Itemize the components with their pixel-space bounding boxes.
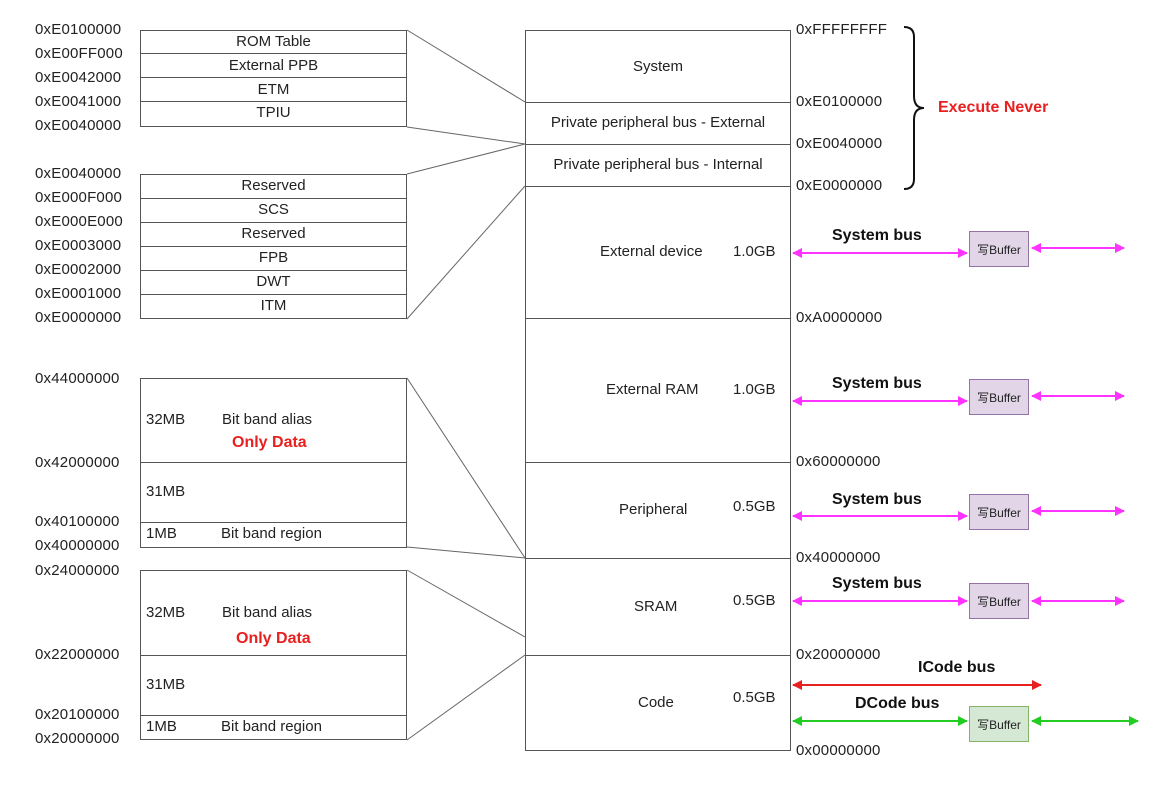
peripheral-addr-region-top: 0x40100000 [35, 513, 120, 530]
sram-only-data-note: Only Data [236, 630, 311, 647]
ppb-ext-item-tpiu: TPIU [256, 104, 291, 121]
ppb-int-address: 0xE0003000 [35, 237, 122, 254]
region-external-ram-size: 1.0GB [733, 381, 776, 398]
ppb-int-item-dwt: DWT [256, 273, 291, 290]
ppb-int-address: 0xE000F000 [35, 189, 123, 206]
sram-alias-label: Bit band alias [222, 604, 313, 621]
ppb-int-item-fpb: FPB [258, 249, 289, 266]
ppb-int-item-scs: SCS [258, 201, 289, 218]
map-address: 0xE0040000 [796, 135, 883, 152]
ppb-int-item-reserved: Reserved [241, 225, 306, 242]
system-bus-label-sram: System bus [832, 575, 922, 592]
peripheral-alias-label: Bit band alias [222, 411, 313, 428]
sram-region-label: Bit band region [221, 718, 322, 735]
map-address: 0xA0000000 [796, 309, 883, 326]
ppb-int-address: 0xE0000000 [35, 309, 122, 326]
peripheral-addr-top: 0x44000000 [35, 370, 120, 387]
sram-region-size: 1MB [146, 718, 177, 735]
sram-alias-size: 32MB [146, 604, 186, 621]
peripheral-alias-size: 32MB [146, 411, 186, 428]
ppb-ext-item-rom-table: ROM Table [236, 33, 311, 50]
ppb-external-detail-table [140, 30, 407, 127]
region-system: System [632, 58, 683, 75]
system-bus-label-external-device: System bus [832, 227, 922, 244]
peripheral-only-data-note: Only Data [232, 434, 307, 451]
execute-never-brace [903, 26, 925, 190]
memory-map-column [525, 30, 791, 751]
ppb-ext-address: 0xE0040000 [35, 117, 122, 134]
system-bus-label-external-ram: System bus [832, 375, 922, 392]
peripheral-bitband-table [140, 378, 407, 548]
ppb-ext-address: 0xE0042000 [35, 69, 122, 86]
map-address: 0x00000000 [796, 742, 881, 759]
write-buffer-sram: 写Buffer [969, 583, 1029, 619]
sram-gap-size: 31MB [146, 676, 186, 693]
write-buffer-external-ram: 写Buffer [969, 379, 1029, 415]
write-buffer-dcode: 写Buffer [969, 706, 1029, 742]
map-address: 0xFFFFFFFF [796, 21, 888, 38]
map-address: 0x60000000 [796, 453, 881, 470]
write-buffer-external-device: 写Buffer [969, 231, 1029, 267]
peripheral-region-label: Bit band region [221, 525, 322, 542]
region-peripheral-size: 0.5GB [733, 498, 776, 515]
region-code-name: Code [638, 694, 674, 711]
region-code-size: 0.5GB [733, 689, 776, 706]
region-sram-name: SRAM [634, 598, 678, 615]
peripheral-addr-alias-end: 0x42000000 [35, 454, 120, 471]
ppb-int-address: 0xE000E000 [35, 213, 123, 230]
sram-addr-top: 0x24000000 [35, 562, 120, 579]
sram-addr-alias-end: 0x22000000 [35, 646, 120, 663]
map-address: 0xE0000000 [796, 177, 883, 194]
region-external-device-size: 1.0GB [733, 243, 776, 260]
sram-addr-region-top: 0x20100000 [35, 706, 120, 723]
peripheral-region-size: 1MB [146, 525, 177, 542]
map-address: 0x20000000 [796, 646, 881, 663]
ppb-int-item-itm: ITM [260, 297, 287, 314]
map-address: 0xE0100000 [796, 93, 883, 110]
region-external-ram-name: External RAM [606, 381, 699, 398]
ppb-ext-address: 0xE0041000 [35, 93, 122, 110]
region-sram-size: 0.5GB [733, 592, 776, 609]
ppb-ext-address: 0xE00FF000 [35, 45, 123, 62]
region-ppb-external: Private peripheral bus - External [550, 114, 766, 131]
execute-never-label: Execute Never [938, 99, 1049, 116]
ppb-int-address: 0xE0002000 [35, 261, 122, 278]
peripheral-gap-size: 31MB [146, 483, 186, 500]
system-bus-label-peripheral: System bus [832, 491, 922, 508]
ppb-int-address: 0xE0040000 [35, 165, 122, 182]
write-buffer-peripheral: 写Buffer [969, 494, 1029, 530]
peripheral-addr-bottom: 0x40000000 [35, 537, 120, 554]
sram-addr-bottom: 0x20000000 [35, 730, 120, 747]
ppb-ext-item-etm: ETM [257, 81, 290, 98]
region-external-device-name: External device [600, 243, 703, 260]
region-ppb-internal: Private peripheral bus - Internal [553, 156, 763, 173]
icode-bus-label: ICode bus [918, 659, 996, 676]
ppb-int-item-reserved: Reserved [241, 177, 306, 194]
map-address: 0x40000000 [796, 549, 881, 566]
ppb-ext-address: 0xE0100000 [35, 21, 122, 38]
ppb-int-address: 0xE0001000 [35, 285, 122, 302]
ppb-ext-item-external-ppb: External PPB [228, 57, 319, 74]
dcode-bus-label: DCode bus [855, 695, 940, 712]
region-peripheral-name: Peripheral [619, 501, 688, 518]
